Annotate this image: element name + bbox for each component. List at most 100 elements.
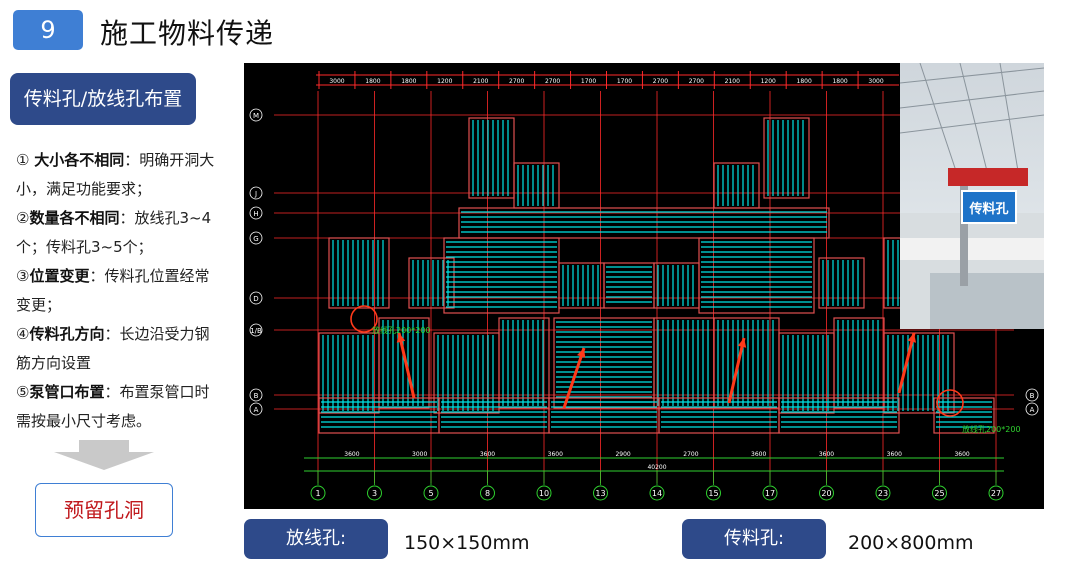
slab-outline: [778, 332, 835, 414]
axis-bubble-left: [249, 388, 263, 402]
axis-bubble-bottom: [706, 485, 721, 501]
axis-label-left: B: [254, 392, 259, 400]
key-point: ⑤泵管口布置：布置泵管口时需按最小尺寸考虑。: [16, 383, 210, 430]
hole-marker-circle: [350, 305, 378, 333]
arrow-head: [737, 338, 747, 348]
bottom-dimension-label: 2900: [615, 451, 630, 458]
top-dimension-label: 2700: [689, 78, 704, 85]
slab-outline: [818, 257, 865, 309]
top-dimension-label: 1800: [832, 78, 847, 85]
site-photo-image: 传料孔: [900, 63, 1044, 329]
axis-label-bottom: 5: [428, 489, 433, 498]
stakeout-hole-label: 放线孔200*200: [372, 325, 431, 335]
axis-label-bottom: 20: [821, 489, 831, 498]
hole-pointer-arrow: [727, 337, 746, 404]
slab-outline: [408, 257, 455, 309]
key-point: ④传料孔方向：长边沿受力钢筋方向设置: [16, 325, 210, 372]
axis-label-right: A: [1030, 406, 1035, 414]
axis-bubble-bottom: [423, 485, 439, 501]
axis-label-left: D: [253, 295, 258, 303]
photo-sign-text: 传料孔: [968, 201, 1008, 217]
slab-outline: [698, 237, 815, 314]
stakeout-hole-label: 放线孔200*200: [962, 424, 1021, 434]
axis-bubble-right: [1025, 388, 1039, 402]
hole-pointer-arrow: [897, 332, 916, 394]
key-points-list: ① 大小各不相同：明确开洞大小，满足功能要求； ②数量各不相同：放线孔3~4个；…: [16, 146, 216, 436]
key-point: ③位置变更：传料孔位置经常变更；: [16, 267, 210, 314]
slab-outline: [603, 262, 655, 309]
bottom-dimension-label: 3600: [480, 451, 495, 458]
axis-label-left: M: [253, 112, 259, 120]
reserved-opening-box: 预留孔洞: [35, 483, 173, 537]
slab-outline: [433, 332, 500, 414]
slab-outline: [658, 397, 780, 434]
slab-outline: [833, 317, 885, 409]
slab-outline: [328, 237, 390, 309]
top-dimension-label: 1700: [617, 78, 632, 85]
top-dimension-label: 1200: [761, 78, 776, 85]
axis-bubble-bottom: [649, 485, 665, 501]
axis-bubble-bottom: [536, 485, 552, 501]
axis-bubble-left: [249, 291, 263, 305]
arrow-head: [577, 348, 586, 358]
axis-label-bottom: 10: [539, 489, 549, 498]
axis-label-bottom: 27: [991, 489, 1001, 498]
top-dimension-label: 2700: [509, 78, 524, 85]
top-dimension-label: 3000: [868, 78, 883, 85]
axis-bubble-left: [249, 402, 263, 416]
bottom-dimension-label: 3000: [412, 451, 427, 458]
legend-value-stakeout-hole: 150×150mm: [404, 532, 530, 554]
axis-bubble-bottom: [593, 485, 608, 501]
top-dimension-label: 3000: [329, 78, 344, 85]
slab-outline: [778, 397, 900, 434]
slab-outline: [653, 262, 700, 309]
slab-outline: [883, 332, 955, 414]
hole-pointer-arrow: [562, 347, 586, 409]
top-dimension-label: 1800: [365, 78, 380, 85]
legend-value-material-hole: 200×800mm: [848, 532, 974, 554]
axis-label-bottom: 14: [652, 489, 662, 498]
axis-label-bottom: 23: [878, 489, 888, 498]
section-label: 传料孔/放线孔布置: [10, 73, 196, 125]
key-point: ②数量各不相同：放线孔3~4个；传料孔3~5个；: [16, 209, 212, 256]
axis-bubble-bottom: [367, 485, 382, 501]
axis-label-left: G: [253, 235, 258, 243]
axis-label-bottom: 25: [934, 489, 944, 498]
bottom-dimension-label: 3600: [548, 451, 563, 458]
site-photo: 传料孔: [900, 63, 1044, 329]
axis-label-left: J: [254, 190, 257, 198]
top-dimension-label: 1200: [437, 78, 452, 85]
axis-label-bottom: 17: [765, 489, 775, 498]
legend-label-stakeout-hole: 放线孔:: [244, 519, 388, 559]
slab-outline: [713, 162, 760, 209]
section-number-badge: 9: [13, 10, 83, 50]
arrow-head: [907, 333, 917, 343]
axis-bubble-bottom: [480, 485, 495, 501]
arrow-head: [396, 333, 406, 343]
slab-outline: [513, 162, 560, 209]
bottom-total-label: 40200: [647, 464, 666, 471]
bottom-dimension-label: 3600: [344, 451, 359, 458]
axis-bubble-left: [249, 206, 263, 220]
axis-label-bottom: 1: [315, 489, 320, 498]
slab-outline: [468, 117, 515, 199]
legend-label-material-hole: 传料孔:: [682, 519, 826, 559]
top-dimension-label: 1800: [401, 78, 416, 85]
hole-marker-circle: [936, 389, 964, 417]
top-dimension-label: 2700: [545, 78, 560, 85]
axis-bubble-left: [249, 108, 263, 122]
bottom-dimension-label: 3600: [819, 451, 834, 458]
slab-outline: [498, 317, 550, 409]
slab-outline: [713, 317, 780, 409]
key-point: ① 大小各不相同：明确开洞大小，满足功能要求；: [16, 151, 215, 198]
axis-bubble-bottom: [762, 485, 778, 501]
axis-bubble-bottom: [310, 485, 326, 501]
axis-label-left: 1/B: [250, 327, 262, 335]
axis-bubble-bottom: [819, 485, 834, 501]
bottom-dimension-label: 3600: [751, 451, 766, 458]
axis-bubble-left: [249, 323, 263, 337]
slab-outline: [458, 207, 830, 239]
page-title: 施工物料传递: [100, 17, 275, 50]
axis-label-bottom: 15: [708, 489, 718, 498]
slab-outline: [378, 317, 430, 409]
